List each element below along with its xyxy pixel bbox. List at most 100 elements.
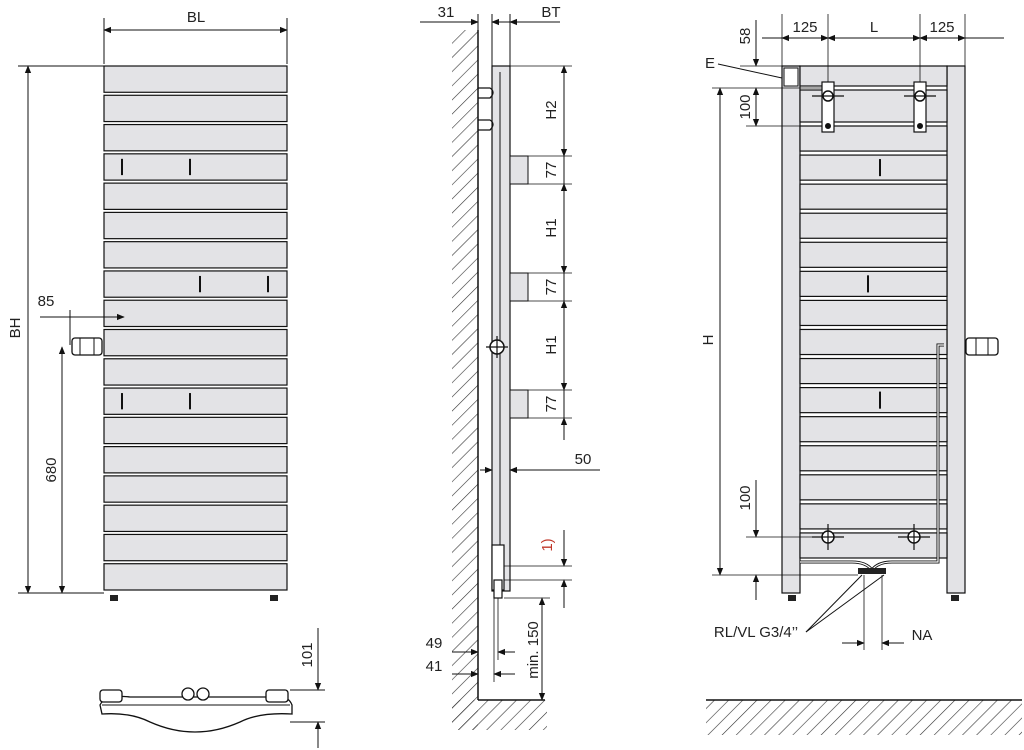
side-bar-2	[509, 272, 529, 302]
back-rail-right	[946, 65, 966, 594]
back-panel-bar	[799, 328, 948, 356]
back-panel-bar	[799, 387, 948, 414]
side-bottom-pipe	[493, 579, 503, 599]
bottom-bracket-left	[812, 524, 844, 550]
back-panel-bar	[799, 445, 948, 472]
bracket-screw	[917, 123, 923, 129]
h1-label-2: H1	[543, 335, 560, 354]
back-view: 125 L 125 58 E 100 H 100 RL/VL G3/4’’	[700, 14, 1022, 735]
min150-label: min. 150	[525, 621, 542, 679]
na-label: NA	[912, 627, 933, 644]
back-floor-hatch	[706, 700, 1022, 735]
front-panel-bar	[103, 387, 288, 415]
bar-77-label-1: 77	[543, 162, 560, 179]
dim-41-label: 41	[426, 658, 443, 675]
center-l-label: L	[870, 19, 878, 36]
front-panel-bar	[103, 123, 288, 152]
front-panel-bar	[103, 211, 288, 240]
back-panel-bar	[799, 357, 948, 385]
footnote-label: 1)	[539, 538, 556, 551]
back-panel-bar	[799, 299, 948, 327]
dim-680-label: 680	[43, 457, 60, 482]
front-panel-bar	[103, 270, 288, 298]
bar-77-label-2: 77	[543, 279, 560, 296]
front-bars	[103, 65, 288, 591]
h2-label: H2	[543, 100, 560, 119]
h1-label-1: H1	[543, 218, 560, 237]
e-leader	[717, 63, 783, 79]
back-panel-bar	[799, 270, 948, 298]
front-panel-bar	[103, 563, 288, 591]
plan-body	[99, 695, 293, 733]
dim-58-label: 58	[737, 28, 754, 45]
plan-valve-right	[265, 689, 289, 703]
back-panel-bar	[799, 416, 948, 443]
back-bars	[799, 65, 948, 559]
bracket-screw	[825, 123, 831, 129]
front-panel-bar	[103, 504, 288, 533]
front-panel-bar	[103, 533, 288, 562]
plan-connector-1	[181, 687, 195, 701]
front-panel-bar	[103, 358, 288, 386]
front-panel-bar	[103, 446, 288, 474]
top-bracket-left	[812, 81, 844, 133]
top-bracket	[478, 87, 494, 131]
bl-label: BL	[187, 9, 205, 26]
h-label: H	[700, 335, 717, 346]
side-dim-chain	[510, 65, 572, 440]
back-rail-left	[781, 65, 801, 594]
front-view: BL BH 85 680 10	[7, 9, 325, 748]
front-foot-right	[270, 595, 278, 601]
front-panel-bar	[103, 328, 288, 357]
edge-left-label: 125	[792, 19, 817, 36]
e-marker	[783, 67, 799, 87]
dim-100-top-label: 100	[737, 94, 754, 119]
edge-right-label: 125	[929, 19, 954, 36]
side-bar-3	[509, 389, 529, 419]
front-panel-bar	[103, 182, 288, 210]
bottom-connector	[858, 568, 886, 574]
rlvl-leader-1	[805, 574, 863, 633]
front-panel-bar	[103, 241, 288, 269]
plan-valve-left	[99, 689, 123, 703]
front-panel-bar	[103, 94, 288, 123]
side-profile	[491, 65, 511, 592]
back-foot-right	[951, 595, 959, 601]
dim-49-label: 49	[426, 635, 443, 652]
bar-77-label-3: 77	[543, 396, 560, 413]
dim-50-label: 50	[575, 451, 592, 468]
front-panel-bar	[103, 475, 288, 503]
back-panel-bar	[799, 503, 948, 530]
dim-100-bot-label: 100	[737, 485, 754, 510]
front-panel-bar	[103, 153, 288, 181]
side-view: 31 BT H2 77 H1 77 H1 77 50	[420, 4, 600, 730]
back-panel-bar	[799, 183, 948, 210]
back-foot-left	[788, 595, 796, 601]
front-panel-bar	[103, 65, 288, 93]
back-panel-bar	[799, 474, 948, 501]
rlvl-leader-2	[805, 574, 885, 633]
dim-31-label: 31	[438, 4, 455, 21]
dim-bt-label: BT	[541, 4, 560, 21]
bottom-bracket-right	[898, 524, 930, 550]
back-panel-bar	[799, 212, 948, 239]
front-foot-left	[110, 595, 118, 601]
rlvl-label: RL/VL G3/4’’	[714, 624, 798, 641]
dim-101-label: 101	[299, 642, 316, 667]
plan-connector-2	[196, 687, 210, 701]
bh-label: BH	[7, 318, 24, 339]
front-panel-bar	[103, 416, 288, 445]
back-panel-bar	[799, 241, 948, 268]
back-valve	[965, 337, 999, 356]
back-panel-bar	[799, 65, 948, 87]
e-label: E	[705, 55, 715, 72]
front-valve	[71, 337, 103, 356]
floor-hatch	[452, 700, 547, 730]
wall-hatch	[452, 30, 478, 730]
plan-view	[99, 687, 293, 733]
front-panel-bar	[103, 299, 288, 328]
side-bar-1	[509, 155, 529, 185]
back-panel-bar	[799, 154, 948, 181]
dim-85-label: 85	[38, 293, 55, 310]
